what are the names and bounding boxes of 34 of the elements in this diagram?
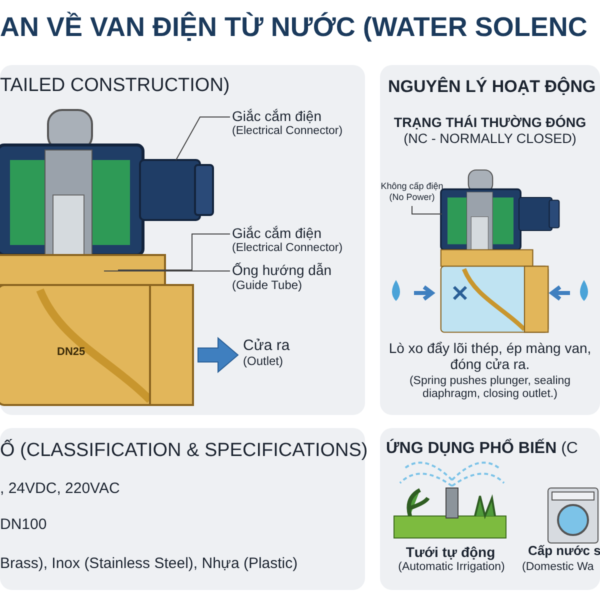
panel [380,428,600,590]
size-marking: DN25 [57,346,86,359]
spec-item: , 24VDC, 220VAC [0,480,121,498]
spec-item: Brass), Inox (Stainless Steel), Nhựa (Plastic) [0,555,299,572]
callout-label-translation: (No Power) [388,192,436,202]
application-translation: (Automatic Irrigation) [397,561,506,574]
leader-line [104,270,230,272]
section-heading: ỨNG DỤNG PHỔ BIẾN (C [386,440,579,458]
leader-line [176,116,230,160]
application-name: Cấp nước s [528,544,600,559]
leader-line [412,206,442,214]
panel [0,65,365,415]
part-name-translation: (Electrical Connector) [232,125,344,138]
application-name: Tưới tự động [404,544,496,560]
state-subheading: (NC - NORMALLY CLOSED) [402,131,578,147]
leader-line [118,234,230,270]
part-name: Ống hướng dẫn [232,262,333,278]
callout-label: Không cấp điện [380,181,444,192]
section-heading: NGUYÊN LÝ HOẠT ĐỘNG [388,77,597,97]
part-name-translation: (Electrical Connector) [232,242,344,256]
description-translation: (Spring pushes plunger, sealing diaphragm, closing outlet.) [408,375,572,402]
part-name: Giắc cắm điện [232,108,322,124]
part-name-translation: (Guide Tube) [232,279,304,293]
part-name-translation: (Outlet) [243,355,284,369]
panel [380,65,600,415]
part-name: Cửa ra [243,337,290,354]
section-heading: TAILED CONSTRUCTION) [0,75,231,97]
state-heading: TRẠNG THÁI THƯỜNG ĐÓNG [392,115,588,131]
application-translation: (Domestic Wa [522,561,595,574]
section-heading: Ố (CLASSIFICATION & SPECIFICATIONS) [0,440,365,462]
title: AN VỀ VAN ĐIỆN TỪ NƯỚC (WATER SOLENC [0,12,588,44]
spec-item: DN100 [0,516,48,534]
description: Lò xo đẩy lõi thép, ép màng van, đóng cửa ra. [388,340,592,372]
part-name: Giắc cắm điện [232,225,322,242]
